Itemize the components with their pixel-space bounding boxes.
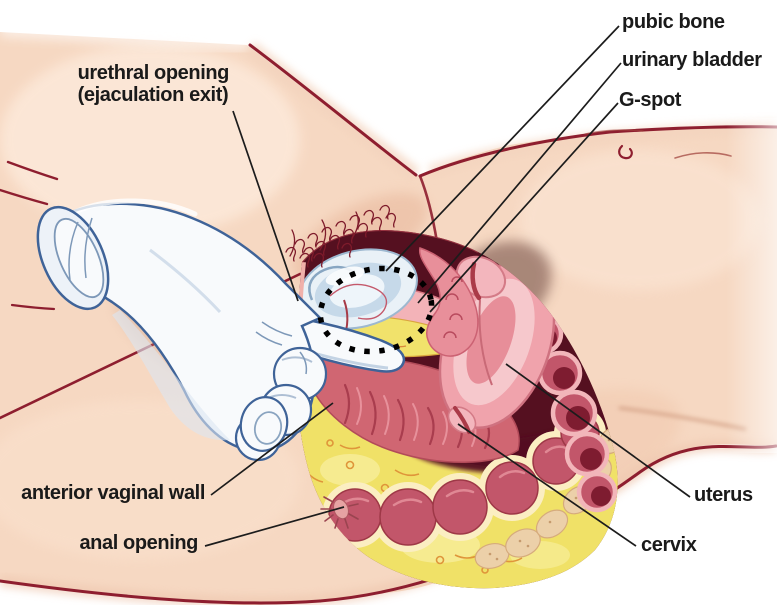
gloved-hand bbox=[36, 198, 406, 462]
leader-anterior-vaginal-wall bbox=[210, 402, 334, 496]
glove-thumb bbox=[239, 396, 289, 452]
leader-uterus bbox=[505, 363, 691, 498]
label-urethral-opening-line1: urethral opening bbox=[77, 62, 230, 84]
leader-urinary-bladder bbox=[417, 62, 622, 304]
glove-cuff bbox=[36, 205, 110, 311]
pubic-hair bbox=[285, 204, 397, 268]
leader-anal-opening bbox=[204, 506, 345, 547]
glove-palm bbox=[58, 202, 323, 453]
label-urinary-bladder: urinary bladder bbox=[622, 49, 762, 71]
edge-fade bbox=[726, 118, 777, 453]
label-urethral-opening-line2: (ejaculation exit) bbox=[77, 84, 229, 106]
label-anal-opening: anal opening bbox=[79, 532, 198, 554]
g-spot-marker bbox=[317, 265, 435, 355]
leader-urethral-opening bbox=[232, 110, 299, 302]
cervix-shape bbox=[447, 406, 477, 434]
leader-lines bbox=[204, 25, 691, 547]
navel-mark bbox=[618, 144, 633, 160]
label-g-spot: G-spot bbox=[619, 89, 682, 111]
label-anterior-vaginal-wall: anterior vaginal wall bbox=[21, 482, 205, 504]
label-urethral-opening: urethral opening (ejaculation exit) bbox=[77, 62, 230, 106]
leader-g-spot bbox=[429, 102, 619, 313]
leader-cervix bbox=[457, 423, 637, 547]
label-pubic-bone: pubic bone bbox=[622, 11, 725, 33]
urethral-sponge bbox=[418, 247, 479, 357]
label-cervix: cervix bbox=[641, 534, 697, 556]
anal-opening-mark bbox=[320, 496, 359, 529]
label-uterus: uterus bbox=[694, 484, 753, 506]
leader-pubic-bone bbox=[385, 25, 620, 272]
